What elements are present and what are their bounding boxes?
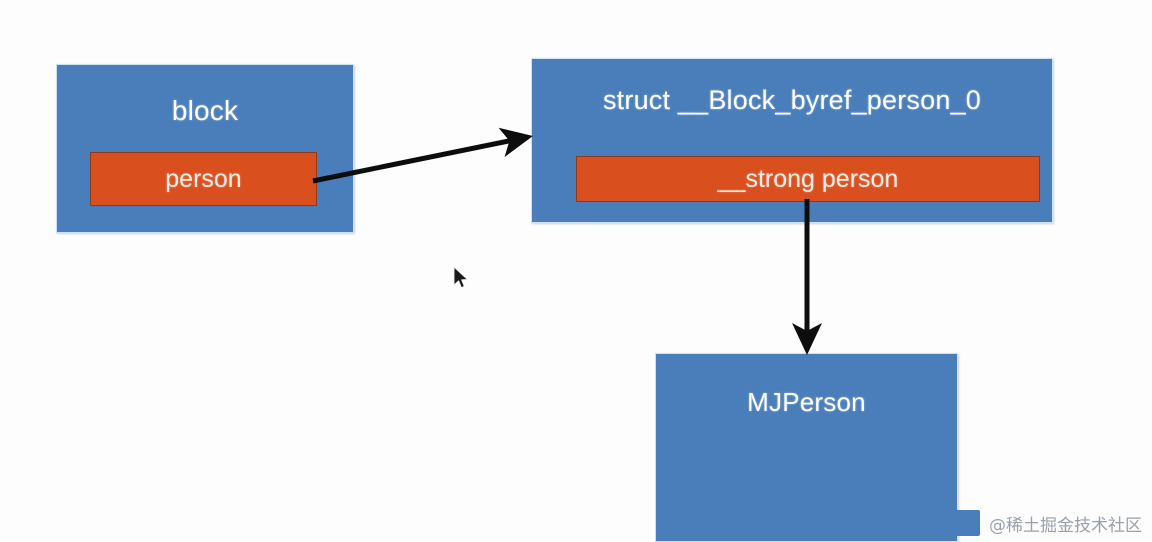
mouse-pointer-icon (453, 266, 468, 289)
watermark-text: @稀土掘金技术社区 (989, 515, 1142, 536)
node-mjperson[interactable]: MJPerson (655, 353, 958, 542)
band-person[interactable]: person (90, 152, 317, 206)
node-mjperson-title: MJPerson (747, 387, 866, 417)
band-person-label: person (165, 164, 242, 193)
node-struct-block-byref-person-0[interactable]: struct __Block_byref_person_0 __strong p… (531, 58, 1053, 223)
node-block[interactable]: block person (56, 64, 354, 233)
band-strong-person[interactable]: __strong person (576, 156, 1040, 202)
node-struct-title: struct __Block_byref_person_0 (602, 85, 981, 115)
band-strong-person-label: __strong person (717, 164, 899, 193)
watermark-logo-icon (954, 510, 980, 536)
watermark: @稀土掘金技术社区 (954, 510, 1142, 536)
node-block-title: block (171, 95, 239, 126)
